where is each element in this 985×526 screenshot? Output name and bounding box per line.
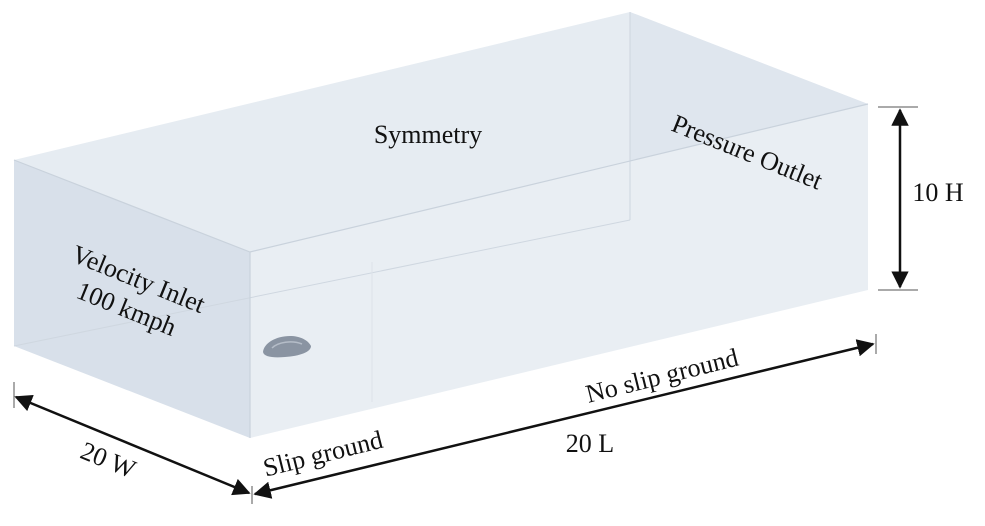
height-label: 10 H: [912, 178, 964, 207]
hidden-edge: [13, 219, 631, 347]
no-slip-ground-label: No slip ground: [583, 343, 741, 409]
length-label: 20 L: [566, 429, 614, 458]
width-arrow: [14, 394, 251, 496]
height-dimension: 10 H: [878, 106, 964, 291]
slip-ground-label: Slip ground: [260, 425, 385, 483]
domain-box: [13, 12, 869, 438]
symmetry-label: Symmetry: [374, 120, 482, 149]
length-arrow: [253, 339, 875, 499]
length-dimension: 20 L: [253, 334, 877, 499]
